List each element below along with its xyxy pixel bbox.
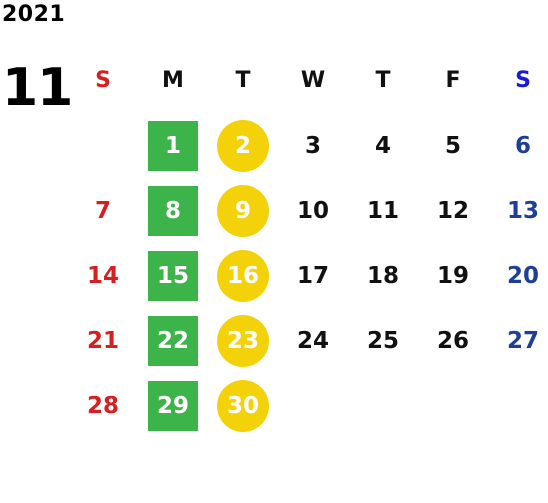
day-cell: 8 <box>138 178 208 243</box>
monday-highlight-day: 8 <box>148 185 198 236</box>
day-cell-saturday: 6 <box>514 132 531 159</box>
monday-highlight-day: 22 <box>148 315 198 366</box>
day-cell: 26 <box>436 327 469 354</box>
day-cell: 9 <box>208 178 278 243</box>
tuesday-highlight-day: 30 <box>217 379 269 432</box>
tuesday-highlight-day: 23 <box>217 314 269 367</box>
day-cell: 24 <box>296 327 329 354</box>
day-cell-empty <box>348 373 418 438</box>
day-cell: 19 <box>436 262 469 289</box>
weekday-sunday: S <box>95 68 111 93</box>
monday-highlight-day: 15 <box>148 250 198 301</box>
weekday-friday: F <box>445 68 461 93</box>
calendar-grid: S M T W T F S 1 2 3 4 5 6 7 8 9 10 11 12… <box>68 48 548 438</box>
day-cell: 11 <box>366 197 399 224</box>
day-cell: 1 <box>138 113 208 178</box>
day-cell-sunday: 14 <box>86 262 119 289</box>
monday-highlight-day: 29 <box>148 380 198 431</box>
day-cell: 30 <box>208 373 278 438</box>
year-label: 2021 <box>2 2 66 27</box>
day-cell: 29 <box>138 373 208 438</box>
day-cell-empty <box>278 373 348 438</box>
day-cell: 15 <box>138 243 208 308</box>
weekday-saturday: S <box>515 68 531 93</box>
day-cell-empty <box>68 113 138 178</box>
day-cell-empty <box>418 373 488 438</box>
day-cell: 22 <box>138 308 208 373</box>
tuesday-highlight-day: 2 <box>217 119 269 172</box>
day-cell-saturday: 13 <box>506 197 539 224</box>
day-cell-sunday: 21 <box>86 327 119 354</box>
day-cell-saturday: 27 <box>506 327 539 354</box>
day-cell: 12 <box>436 197 469 224</box>
day-cell: 10 <box>296 197 329 224</box>
weekday-thursday: T <box>375 68 391 93</box>
weekday-monday: M <box>162 68 184 93</box>
day-cell: 3 <box>304 132 321 159</box>
day-cell: 25 <box>366 327 399 354</box>
tuesday-highlight-day: 16 <box>217 249 269 302</box>
tuesday-highlight-day: 9 <box>217 184 269 237</box>
day-cell: 16 <box>208 243 278 308</box>
day-cell: 23 <box>208 308 278 373</box>
day-cell-saturday: 20 <box>506 262 539 289</box>
day-cell: 18 <box>366 262 399 289</box>
weekday-tuesday: T <box>235 68 251 93</box>
day-cell-sunday: 28 <box>86 392 119 419</box>
day-cell: 4 <box>374 132 391 159</box>
day-cell-empty <box>488 373 548 438</box>
day-cell: 5 <box>444 132 461 159</box>
day-cell-sunday: 7 <box>94 197 111 224</box>
month-number: 11 <box>2 58 73 118</box>
weekday-wednesday: W <box>300 68 326 93</box>
monday-highlight-day: 1 <box>148 120 198 171</box>
day-cell: 17 <box>296 262 329 289</box>
day-cell: 2 <box>208 113 278 178</box>
